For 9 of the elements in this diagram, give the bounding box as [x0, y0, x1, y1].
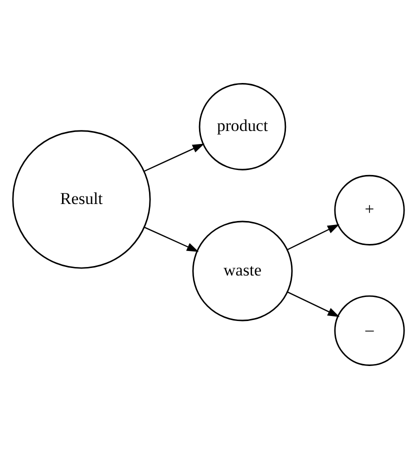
arrow: [287, 224, 340, 250]
arrow: [287, 292, 340, 317]
arrow: [144, 226, 199, 252]
node-circle: –: [334, 295, 405, 366]
node-circle: Result: [12, 130, 151, 269]
arrow: [144, 144, 204, 172]
node-circle: +: [334, 174, 405, 246]
node-circle: product: [198, 83, 286, 170]
node-circle: waste: [192, 220, 293, 322]
